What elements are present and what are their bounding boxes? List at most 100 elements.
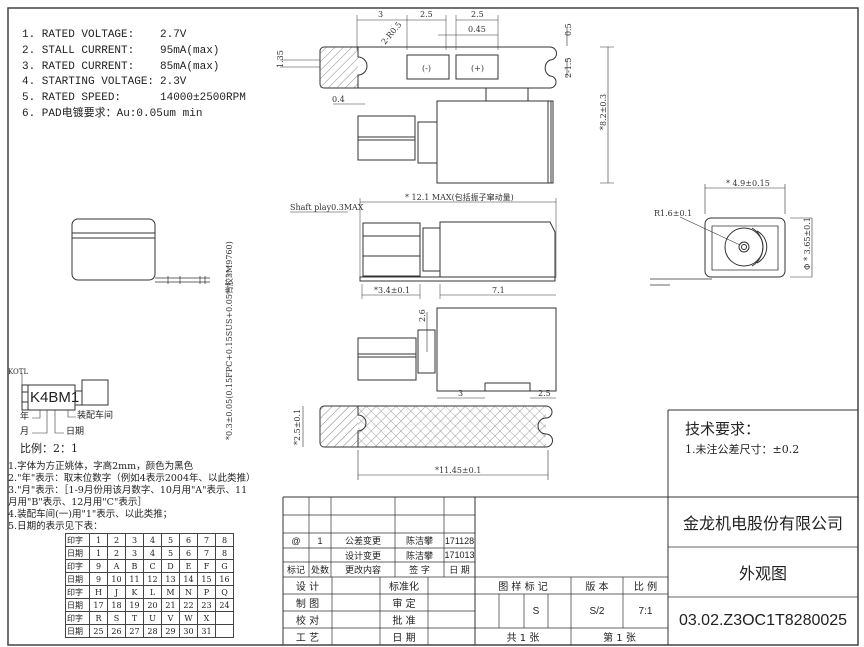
date-table-cell: 7	[197, 533, 216, 547]
drawing-mark-label: 图 样 标 记	[498, 582, 548, 593]
sign-label: 日 期	[392, 633, 416, 644]
date-table-cell: P	[197, 585, 216, 599]
dim-0.4: 0.4	[332, 95, 345, 104]
eccentric-weight-top	[357, 115, 416, 161]
sheet-number: 第 1 张	[603, 633, 636, 644]
frame-border	[7, 7, 859, 646]
date-table-cell: Q	[215, 585, 234, 599]
total-sheets: 共 1 张	[506, 633, 540, 644]
note: 5.日期的表示见下表：	[8, 521, 103, 532]
note: 3."月"表示：［1-9月份用该月数字、10月用"A"表示、11	[8, 485, 248, 496]
date-table-cell: 28	[143, 624, 162, 638]
date-table-cell: 24	[215, 598, 234, 612]
dim-2.5c: 2.5	[538, 389, 551, 398]
date-table-cell: T	[125, 611, 144, 625]
date-table-cell: 21	[161, 598, 180, 612]
note: 1.字体为方正姚体，字高2mm，颜色为黑色	[8, 461, 194, 472]
spec-value: 2.3V	[160, 76, 187, 88]
revision-cell: 公差变更	[344, 537, 381, 547]
spec-label: 5. RATED SPEED:	[22, 92, 122, 104]
scale-value: 7:1	[638, 605, 653, 617]
date-table-cell: 6	[179, 546, 198, 560]
pad-negative	[406, 54, 450, 80]
date-table-cell: 23	[197, 598, 216, 612]
date-table-cell: 10	[107, 572, 126, 586]
date-table-cell: D	[161, 559, 180, 573]
version-value: S/2	[589, 605, 605, 617]
revision-cell: 签 字	[409, 566, 430, 576]
revision-cell	[283, 548, 309, 562]
date-table-cell: X	[197, 611, 216, 625]
dim-2.5b: 2.5	[471, 10, 484, 19]
date-table-cell: 8	[215, 533, 234, 547]
date-table-cell: 2	[107, 546, 126, 560]
date-table-cell: 20	[143, 598, 162, 612]
motor-perspective	[71, 218, 156, 281]
date-table-cell: 2	[107, 533, 126, 547]
date-table-cell: 22	[179, 598, 198, 612]
fpc-thickness: *0.3±0.05(0.15FPC+0.15SUS+0.05背胶3M9760)	[224, 241, 234, 440]
date-table-cell: 4	[143, 533, 162, 547]
dim-r1.6: R1.6±0.1	[654, 209, 692, 218]
date-table-cell: 30	[179, 624, 198, 638]
date-table-cell: 16	[215, 572, 234, 586]
date-table-cell: 印字	[65, 585, 90, 599]
dim-11.45: *11.45±0.1	[435, 466, 481, 475]
date-table-cell: U	[143, 611, 162, 625]
pad-positive	[455, 54, 499, 80]
date-table-cell: G	[215, 559, 234, 573]
day-label: 日期	[66, 427, 85, 437]
dim-3b: 3	[458, 389, 463, 398]
date-table-cell: 15	[197, 572, 216, 586]
dim-2-1.5: 2-1.5	[564, 57, 573, 78]
date-table-cell: 日期	[65, 598, 90, 612]
dim-3: 3	[378, 10, 383, 19]
date-table-cell: 12	[143, 572, 162, 586]
pad-positive-label: (+)	[471, 64, 484, 73]
spec-label: 4. STARTING VOLTAGE:	[22, 76, 155, 88]
marking-scale: 比例：2：1	[20, 442, 78, 455]
revision-cell: 陈洁攀	[405, 551, 433, 562]
spec-label: 6. PAD电镀要求：Au:0.05um min	[22, 108, 203, 120]
date-table-cell: 11	[125, 572, 144, 586]
drawing-number: 03.02.Z3OC1T8280025	[678, 612, 848, 629]
tech-title: 技术要求：	[685, 420, 761, 438]
revision-cell: 日 期	[449, 565, 470, 575]
sign-label: 制 图	[295, 599, 320, 610]
revision-cell: @	[291, 535, 301, 546]
date-table-cell: E	[179, 559, 198, 573]
scale-label: 比 例	[633, 582, 658, 593]
tech-item: 1.未注公差尺寸：±0.2	[685, 443, 800, 456]
dim-r0.5: 2-R0.5	[380, 20, 404, 46]
date-table-cell: 19	[125, 598, 144, 612]
motor-body-top	[436, 100, 554, 184]
date-table-cell: J	[107, 585, 126, 599]
date-table-cell: H	[89, 585, 108, 599]
spec-value: 14000±2500RPM	[160, 92, 246, 104]
date-table-cell: C	[143, 559, 162, 573]
date-table-cell: N	[179, 585, 198, 599]
date-table-cell: 13	[161, 572, 180, 586]
dim-3.4: *3.4±0.1	[374, 286, 410, 295]
date-table-cell: 日期	[65, 624, 90, 638]
date-table-cell: 26	[107, 624, 126, 638]
dim-7.1: 7.1	[492, 286, 505, 295]
date-table-cell: F	[197, 559, 216, 573]
spec-value: 2.7V	[160, 29, 187, 41]
date-table-cell: 5	[161, 546, 180, 560]
date-table-cell: 6	[179, 533, 198, 547]
date-table-cell: 25	[89, 624, 108, 638]
dim-3.65: Φ * 3.65±0.1	[803, 217, 812, 270]
revision-cell: 1	[317, 535, 323, 546]
motor-body-bottom	[436, 307, 557, 392]
date-table-cell: B	[125, 559, 144, 573]
date-table-cell: 18	[107, 598, 126, 612]
date-table-cell: 29	[161, 624, 180, 638]
revision-cell: 171128	[444, 535, 475, 546]
